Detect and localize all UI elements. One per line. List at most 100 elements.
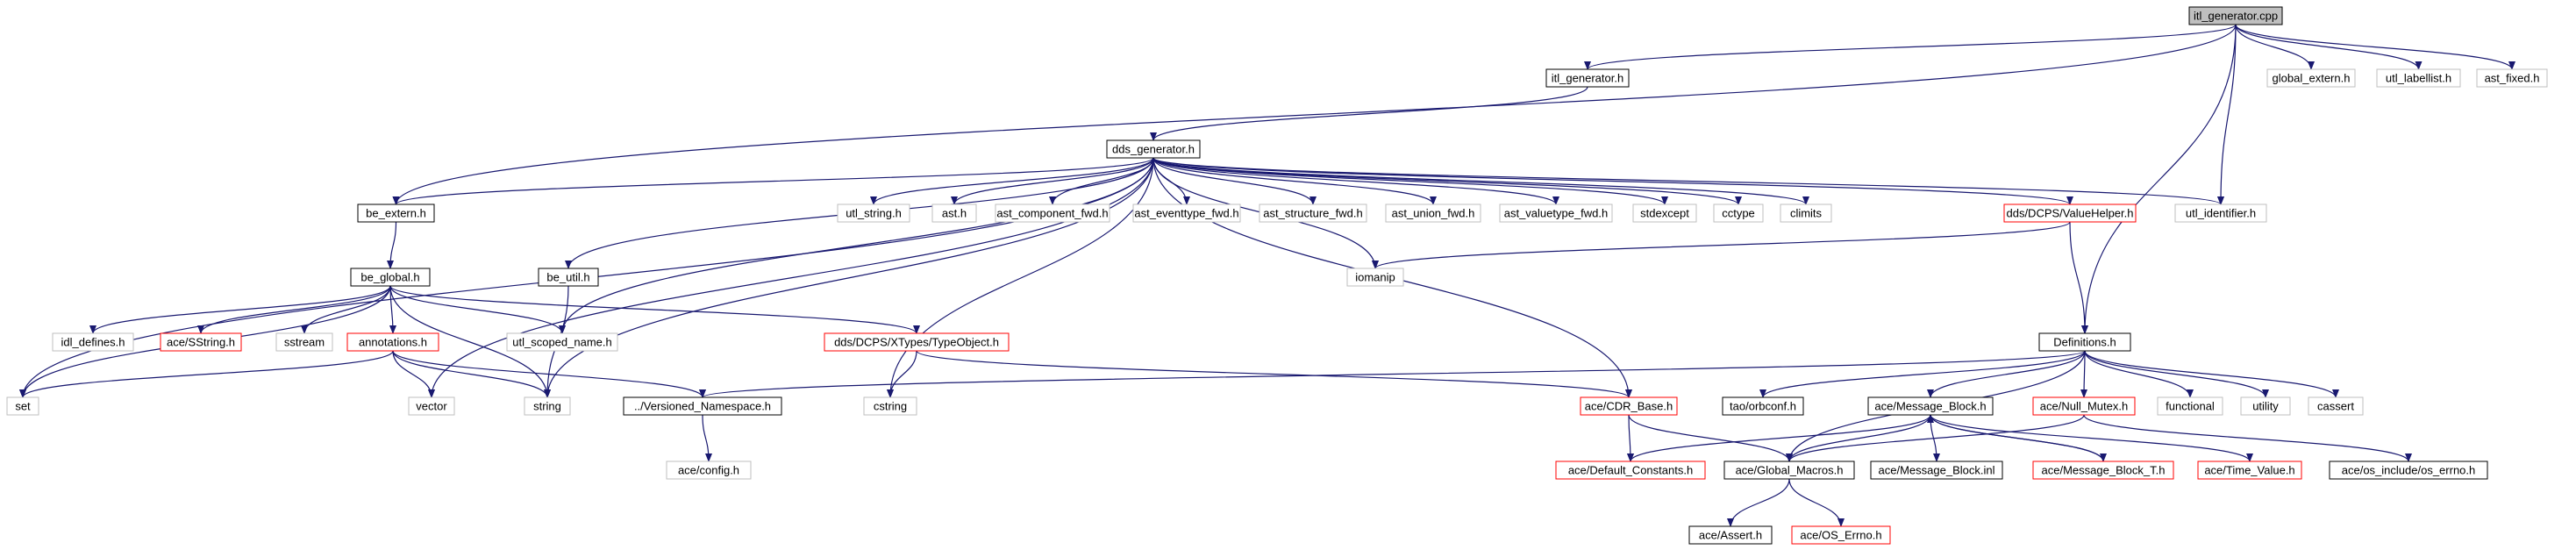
node-annotations_h[interactable]: annotations.h — [346, 332, 439, 352]
node-label: ace/Null_Mutex.h — [2040, 400, 2128, 413]
node-ace_os_errno_h[interactable]: ace/OS_Errno.h — [1791, 525, 1891, 545]
edge-be_global_h-to-typeobject_h — [389, 285, 920, 334]
node-box — [1632, 204, 1697, 223]
node-dds_generator_h[interactable]: dds_generator.h — [1106, 139, 1201, 159]
node-label: dds_generator.h — [1112, 143, 1195, 156]
node-label: annotations.h — [359, 336, 427, 349]
node-valuehelper_h[interactable]: dds/DCPS/ValueHelper.h — [2003, 204, 2137, 223]
node-box — [995, 204, 1110, 223]
edge-itl_generator_cpp-to-utl_labellist_h — [2235, 24, 2423, 70]
edge-typeobject_h-to-cstring — [887, 350, 917, 398]
node-box — [1870, 461, 2003, 480]
node-utility: utility — [2240, 396, 2291, 416]
node-climits: climits — [1780, 204, 1832, 223]
node-ace_global_macros_h[interactable]: ace/Global_Macros.h — [1723, 461, 1855, 480]
node-ace_default_constants_h[interactable]: ace/Default_Constants.h — [1555, 461, 1706, 480]
edge-dds_generator_h-to-utl_scoped_name_h — [559, 157, 1154, 334]
edge-be_global_h-to-idl_defines_h — [89, 285, 391, 334]
node-label: tao/orbconf.h — [1730, 400, 1796, 413]
node-box — [408, 396, 455, 416]
node-box — [1259, 204, 1367, 223]
edge-itl_generator_h-to-dds_generator_h — [1150, 86, 1588, 141]
node-os_errno_h[interactable]: ace/os_include/os_errno.h — [2329, 461, 2488, 480]
edge-itl_generator_cpp-to-global_extern_h — [2235, 24, 2315, 70]
node-cctype: cctype — [1713, 204, 1764, 223]
edge-definitions_h-to-tao_orbconf_h — [1759, 350, 2086, 398]
node-itl_generator_h[interactable]: itl_generator.h — [1545, 68, 1630, 88]
edge-definitions_h-to-versioned_namespace_h — [699, 350, 2086, 398]
node-box — [1545, 68, 1630, 88]
node-label: dds/DCPS/XTypes/TypeObject.h — [834, 336, 999, 349]
node-label: ace/Message_Block.inl — [1879, 464, 1995, 477]
node-ace_time_value_h[interactable]: ace/Time_Value.h — [2197, 461, 2302, 480]
node-ace_assert_h[interactable]: ace/Assert.h — [1688, 525, 1773, 545]
node-be_extern_h[interactable]: be_extern.h — [357, 204, 435, 223]
edge-dds_generator_h-to-climits — [1152, 157, 1809, 205]
node-utl_labellist_h: utl_labellist.h — [2376, 68, 2461, 88]
node-box — [1723, 461, 1855, 480]
node-ace_sstring_h[interactable]: ace/SString.h — [160, 332, 242, 352]
node-label: dds/DCPS/ValueHelper.h — [2006, 207, 2133, 220]
edge-annotations_h-to-vector — [392, 350, 435, 398]
node-label: ace/Message_Block_T.h — [2042, 464, 2166, 477]
edge-dds_generator_h-to-cstring — [887, 157, 1154, 398]
node-ast_component_fwd_h: ast_component_fwd.h — [995, 204, 1110, 223]
node-box — [1780, 204, 1832, 223]
node-be_global_h[interactable]: be_global.h — [350, 268, 431, 287]
node-global_extern_h: global_extern.h — [2266, 68, 2356, 88]
node-box — [346, 332, 439, 352]
edge-definitions_h-to-ace_null_mutex_h — [2080, 350, 2088, 398]
edge-ace_message_block_h-to-ace_global_macros_h — [1786, 414, 1931, 462]
edge-itl_generator_cpp-to-itl_generator_h — [1584, 24, 2237, 70]
node-label: utl_string.h — [846, 207, 902, 220]
edge-dds_generator_h-to-stdexcept — [1152, 157, 1668, 205]
edge-valuehelper_h-to-definitions_h — [2069, 221, 2088, 334]
node-label: ast_fixed.h — [2485, 72, 2540, 85]
node-box — [666, 461, 752, 480]
node-set: set — [6, 396, 39, 416]
node-tao_orbconf_h[interactable]: tao/orbconf.h — [1722, 396, 1804, 416]
node-box — [931, 204, 977, 223]
node-label: vector — [416, 400, 447, 413]
node-utl_scoped_name_h: utl_scoped_name.h — [506, 332, 618, 352]
node-string: string — [524, 396, 571, 416]
node-label: ast_component_fwd.h — [996, 207, 1108, 220]
edge-valuehelper_h-to-iomanip — [1372, 221, 2071, 269]
node-box — [1722, 396, 1804, 416]
node-box — [1688, 525, 1773, 545]
node-label: itl_generator.cpp — [2194, 10, 2278, 23]
node-versioned_namespace_h[interactable]: ../Versioned_Namespace.h — [623, 396, 782, 416]
node-typeobject_h[interactable]: dds/DCPS/XTypes/TypeObject.h — [824, 332, 1010, 352]
node-label: climits — [1790, 207, 1823, 220]
edge-dds_generator_h-to-valuehelper_h — [1152, 157, 2073, 205]
node-ace_null_mutex_h[interactable]: ace/Null_Mutex.h — [2032, 396, 2136, 416]
node-box — [357, 204, 435, 223]
node-label: ace/Assert.h — [1699, 529, 1762, 542]
node-box — [2157, 396, 2223, 416]
node-ace_message_block_inl[interactable]: ace/Message_Block.inl — [1870, 461, 2003, 480]
node-box — [1791, 525, 1891, 545]
node-label: ace/Message_Block.h — [1874, 400, 1986, 413]
node-box — [275, 332, 333, 352]
edge-be_global_h-to-sstream — [301, 285, 391, 334]
node-box — [824, 332, 1010, 352]
node-definitions_h[interactable]: Definitions.h — [2038, 332, 2131, 352]
node-label: ace/Time_Value.h — [2204, 464, 2294, 477]
node-ace_message_block_h[interactable]: ace/Message_Block.h — [1867, 396, 1994, 416]
node-ace_message_block_t_h[interactable]: ace/Message_Block_T.h — [2032, 461, 2174, 480]
edge-be_global_h-to-ace_sstring_h — [197, 285, 391, 334]
node-cstring: cstring — [863, 396, 917, 416]
edge-itl_generator_cpp-to-definitions_h — [2081, 24, 2237, 334]
node-box — [837, 204, 910, 223]
node-label: ast_valuetype_fwd.h — [1504, 207, 1609, 220]
node-label: itl_generator.h — [1552, 72, 1623, 85]
node-ace_cdr_base_h[interactable]: ace/CDR_Base.h — [1580, 396, 1678, 416]
node-utl_string_h: utl_string.h — [837, 204, 910, 223]
edge-ace_null_mutex_h-to-os_errno_h — [2083, 414, 2412, 462]
node-box — [1106, 139, 1201, 159]
edge-versioned_namespace_h-to-ace_config_h — [702, 414, 712, 462]
node-label: functional — [2166, 400, 2215, 413]
edge-ace_message_block_h-to-ace_time_value_h — [1930, 414, 2253, 462]
node-be_util_h[interactable]: be_util.h — [538, 268, 599, 287]
